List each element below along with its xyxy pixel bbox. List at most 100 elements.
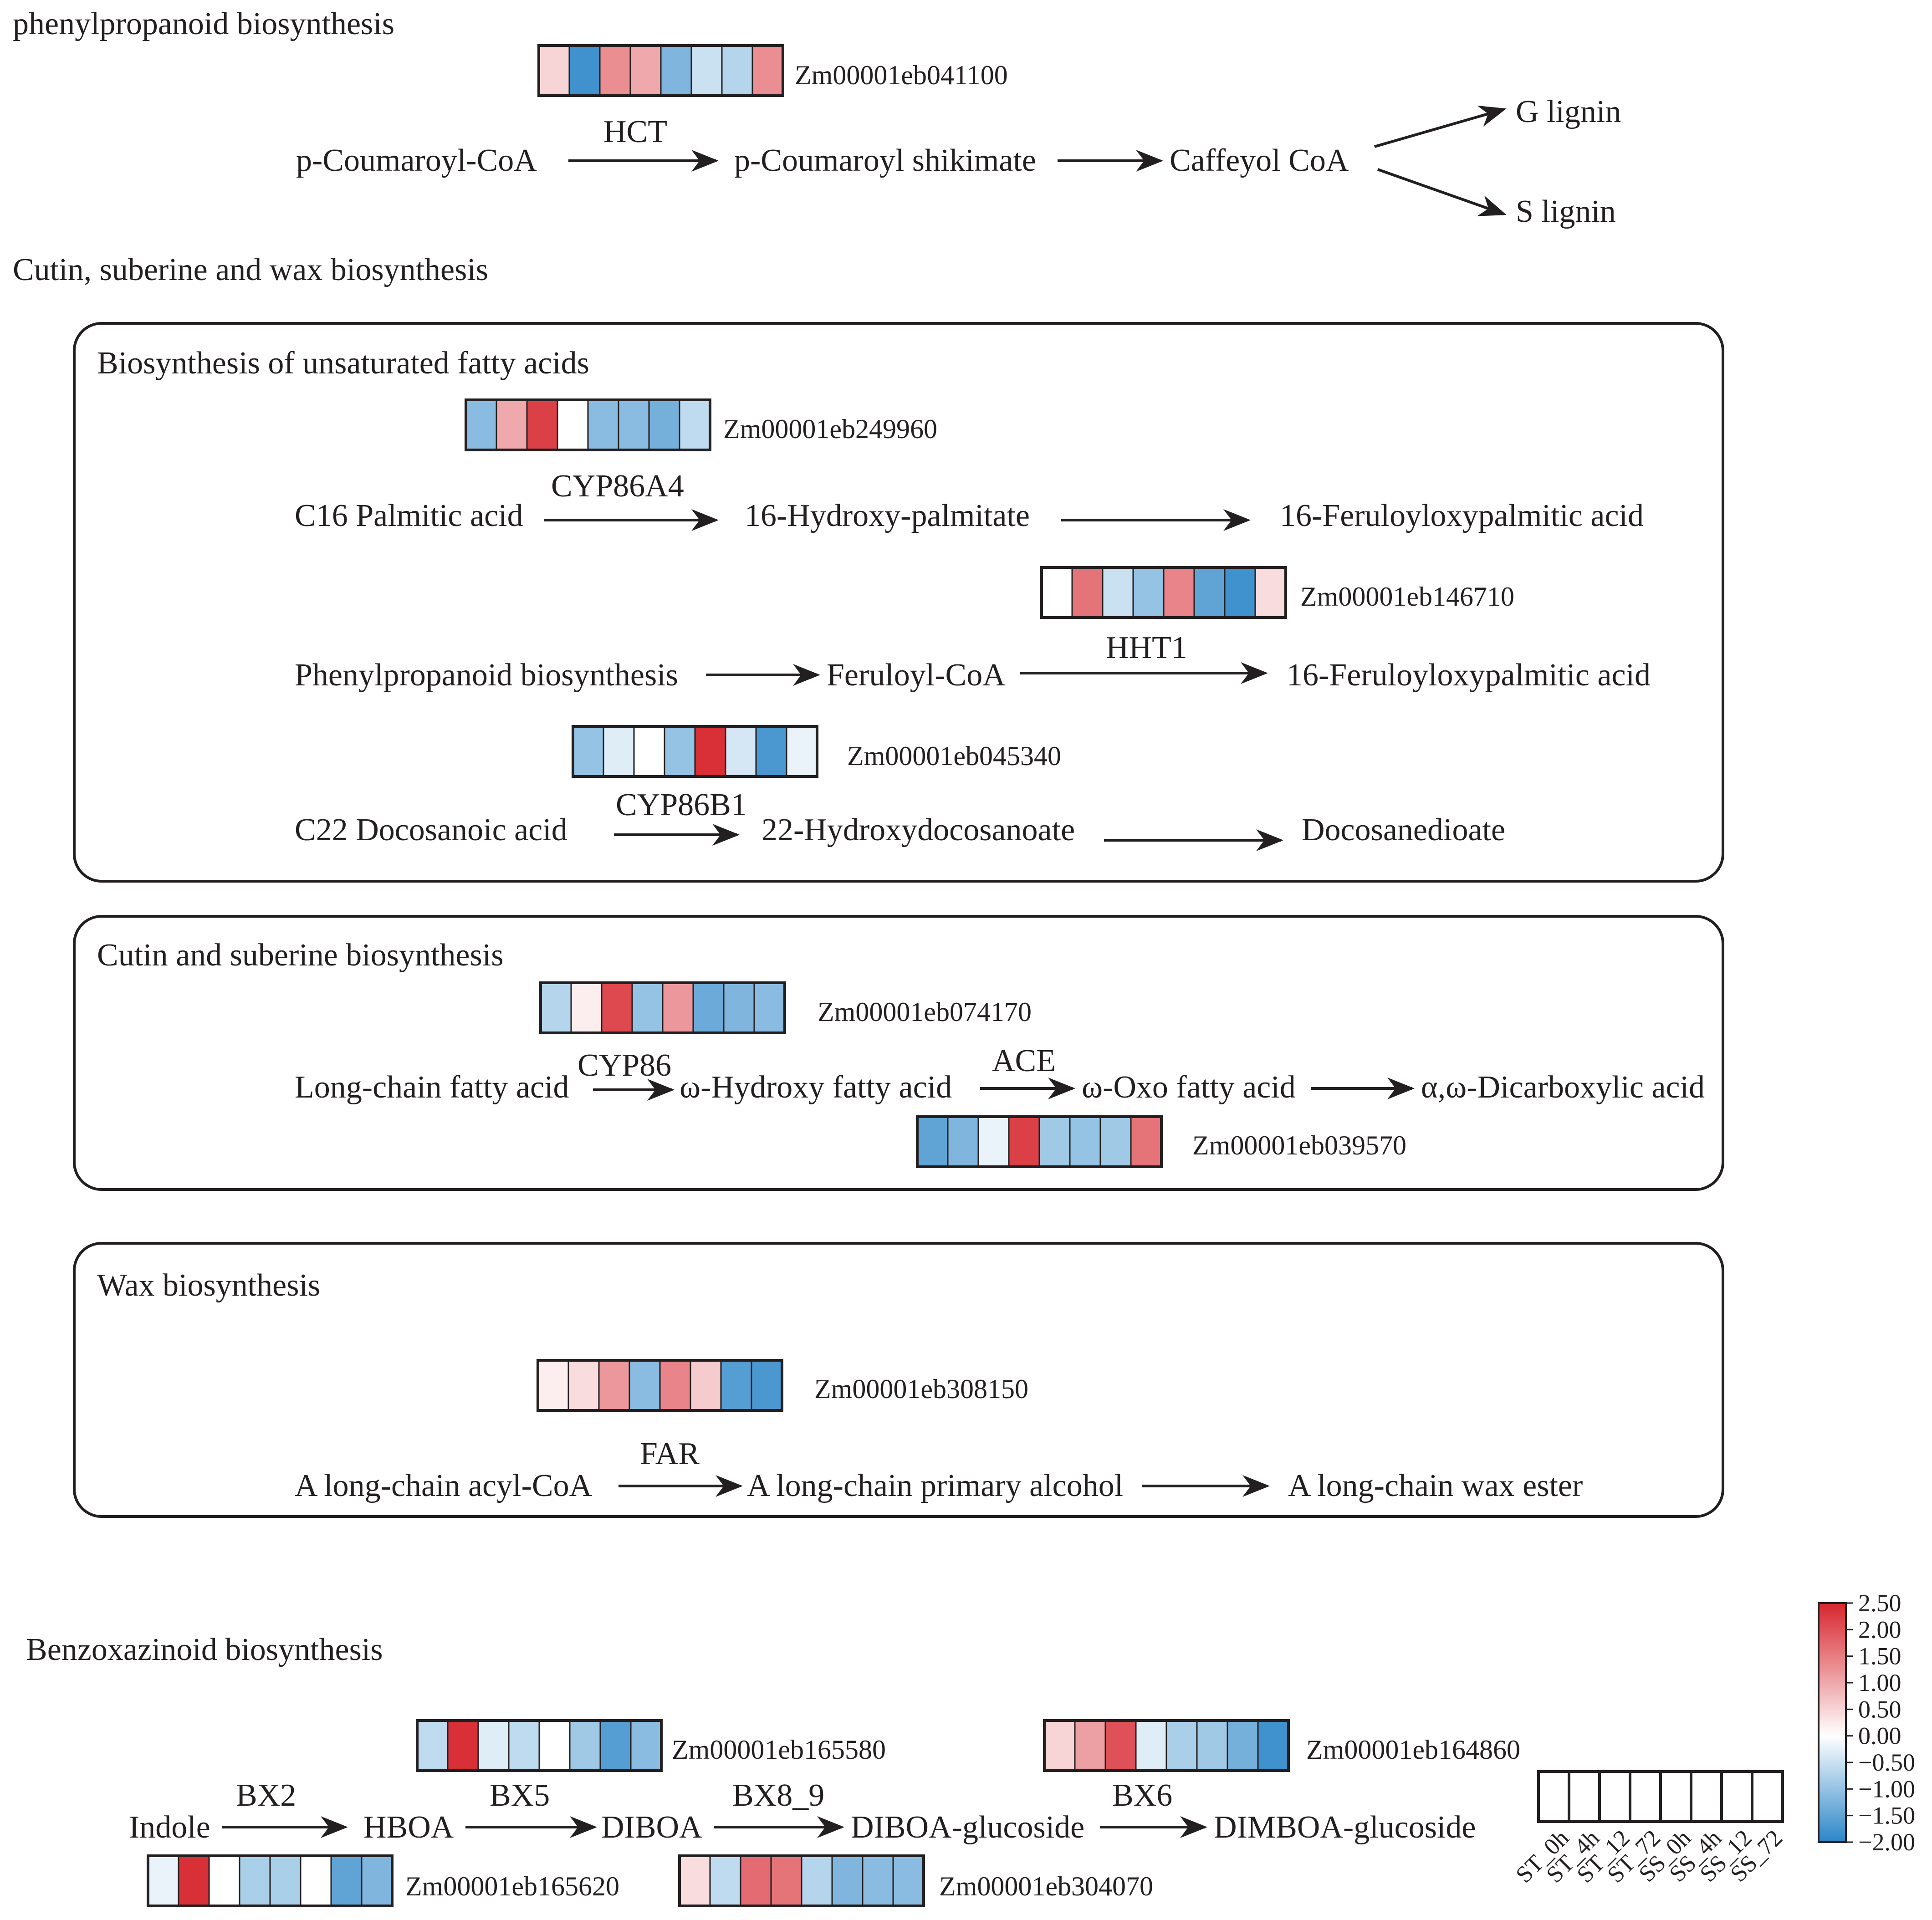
heatmap-cell <box>416 1720 449 1772</box>
heatmap-cell <box>725 725 757 777</box>
metabolite-p-coumaroyl-coa: p-Coumaroyl-CoA <box>296 143 537 178</box>
enzyme-bx6: BX6 <box>1112 1778 1172 1813</box>
heatmap-cell <box>538 1720 571 1772</box>
heatmap-cell <box>770 1855 802 1907</box>
metabolite-dimboa-glucoside: DIMBOA-glucoside <box>1214 1810 1476 1845</box>
heatmap-cell <box>567 1359 600 1411</box>
heatmap-cell <box>786 725 818 777</box>
heatmap-cell <box>751 1359 783 1411</box>
enzyme-cyp86a4: CYP86A4 <box>551 469 684 504</box>
heatmap-cell <box>740 1855 772 1907</box>
heatmap-cell <box>537 1359 569 1411</box>
heatmap-cell <box>1038 1116 1071 1168</box>
heatmap-cell <box>361 1855 393 1907</box>
heatmap-cell <box>330 1855 363 1907</box>
heatmap-cell <box>239 1855 271 1907</box>
section-title-cutin-suberine-wax: Cutin, suberine and wax biosynthesis <box>13 252 488 287</box>
metabolite-dicarboxylic-acid: α,ω-Dicarboxylic acid <box>1421 1070 1705 1105</box>
heatmap-cell <box>1071 567 1104 618</box>
heatmap-cell <box>1254 567 1287 618</box>
metabolite-16-feruloyloxypalmitic-acid: 16-Feruloyloxypalmitic acid <box>1280 498 1644 533</box>
gene-label: Zm00001eb165620 <box>405 1871 619 1901</box>
heatmap-cell <box>496 399 528 451</box>
metabolite-diboa: DIBOA <box>601 1810 702 1845</box>
metabolite-long-chain-primary-alcohol: A long-chain primary alcohol <box>747 1468 1123 1503</box>
box-title-cutin-suberine: Cutin and suberine biosynthesis <box>97 938 503 973</box>
heatmap-zm00001eb308150 <box>537 1359 783 1412</box>
heatmap-cell <box>540 982 572 1034</box>
gene-label: Zm00001eb041100 <box>795 60 1008 90</box>
enzyme-bx2: BX2 <box>236 1778 296 1813</box>
enzyme-bx5: BX5 <box>490 1778 550 1813</box>
heatmap-zm00001eb165620 <box>147 1854 394 1907</box>
heatmap-border <box>465 398 711 451</box>
heatmap-cell <box>679 399 711 451</box>
heatmap-cell <box>659 1359 691 1411</box>
heatmap-cell <box>862 1855 894 1907</box>
heatmap-cell <box>1008 1116 1040 1168</box>
metabolite-long-chain-acyl-coa: A long-chain acyl-CoA <box>295 1468 593 1503</box>
metabolite-16-feruloyloxypalmitic-acid-2: 16-Feruloyloxypalmitic acid <box>1287 658 1651 693</box>
metabolite-omega-oxo-fatty-acid: ω-Oxo fatty acid <box>1082 1070 1296 1105</box>
section-title-phenylpropanoid: phenylpropanoid biosynthesis <box>13 6 394 41</box>
section-title-benzoxazinoid: Benzoxazinoid biosynthesis <box>26 1632 383 1667</box>
heatmap-cell <box>618 399 650 451</box>
heatmap-cell <box>178 1855 210 1907</box>
box-title-unsaturated-fatty-acids: Biosynthesis of unsaturated fatty acids <box>97 346 589 381</box>
heatmap-cell <box>508 1720 540 1772</box>
heatmap-border <box>678 1854 925 1907</box>
heatmap-cell <box>599 1720 632 1772</box>
heatmap-cell <box>947 1116 979 1168</box>
heatmap-cell <box>1257 1720 1289 1772</box>
heatmap-border <box>1040 566 1287 619</box>
heatmap-cell <box>570 982 603 1034</box>
heatmap-zm00001eb039570 <box>916 1115 1163 1168</box>
arrow <box>1374 105 1507 148</box>
heatmap-cell <box>1132 567 1165 618</box>
heatmap-cell <box>630 1720 662 1772</box>
heatmap-border <box>147 1854 394 1907</box>
heatmap-cell <box>557 399 589 451</box>
metabolite-22-hydroxydocosanoate: 22-Hydroxydocosanoate <box>762 812 1075 848</box>
enzyme-far: FAR <box>640 1436 700 1471</box>
heatmap-cell <box>660 45 692 97</box>
enzyme-hht1: HHT1 <box>1106 630 1187 665</box>
color-scale-tick-label: 0.00 <box>1858 1722 1901 1750</box>
heatmap-cell <box>662 982 694 1034</box>
enzyme-bx8-9: BX8_9 <box>732 1778 824 1813</box>
metabolite-c22-docosanoic-acid: C22 Docosanoic acid <box>295 812 567 848</box>
heatmap-cell <box>587 399 619 451</box>
color-scale-tick-label: −1.00 <box>1858 1775 1915 1803</box>
heatmap-zm00001eb304070 <box>678 1854 925 1907</box>
heatmap-zm00001eb249960 <box>465 398 711 451</box>
sample-box <box>1568 1770 1601 1823</box>
sample-box <box>1690 1770 1723 1823</box>
heatmap-border <box>572 725 818 778</box>
heatmap-cell <box>633 725 665 777</box>
enzyme-hct: HCT <box>603 114 667 149</box>
metabolite-indole: Indole <box>129 1810 210 1845</box>
heatmap-cell <box>598 1359 630 1411</box>
heatmap-cell <box>755 725 787 777</box>
heatmap-cell <box>723 982 755 1034</box>
heatmap-zm00001eb165580 <box>416 1719 663 1772</box>
color-scale-tick-label: −1.50 <box>1858 1802 1915 1829</box>
gene-label: Zm00001eb304070 <box>939 1871 1153 1901</box>
metabolite-docosanedioate: Docosanedioate <box>1302 812 1505 848</box>
heatmap-cell <box>690 45 723 97</box>
color-scale-tick-label: 1.00 <box>1858 1669 1901 1696</box>
heatmap-cell <box>1163 567 1195 618</box>
metabolite-long-chain-wax-ester: A long-chain wax ester <box>1288 1468 1583 1503</box>
gene-label: Zm00001eb308150 <box>814 1374 1028 1404</box>
heatmap-cell <box>753 982 786 1034</box>
sample-box <box>1720 1770 1753 1823</box>
metabolite-c16-palmitic-acid: C16 Palmitic acid <box>295 498 523 533</box>
heatmap-cell <box>1104 1720 1137 1772</box>
heatmap-cell <box>709 1855 741 1907</box>
metabolite-feruloyl-coa: Feruloyl-CoA <box>827 658 1006 693</box>
color-scale-tick-label: 2.00 <box>1858 1616 1901 1643</box>
gene-label: Zm00001eb146710 <box>1300 582 1514 612</box>
heatmap-zm00001eb045340 <box>572 725 818 778</box>
